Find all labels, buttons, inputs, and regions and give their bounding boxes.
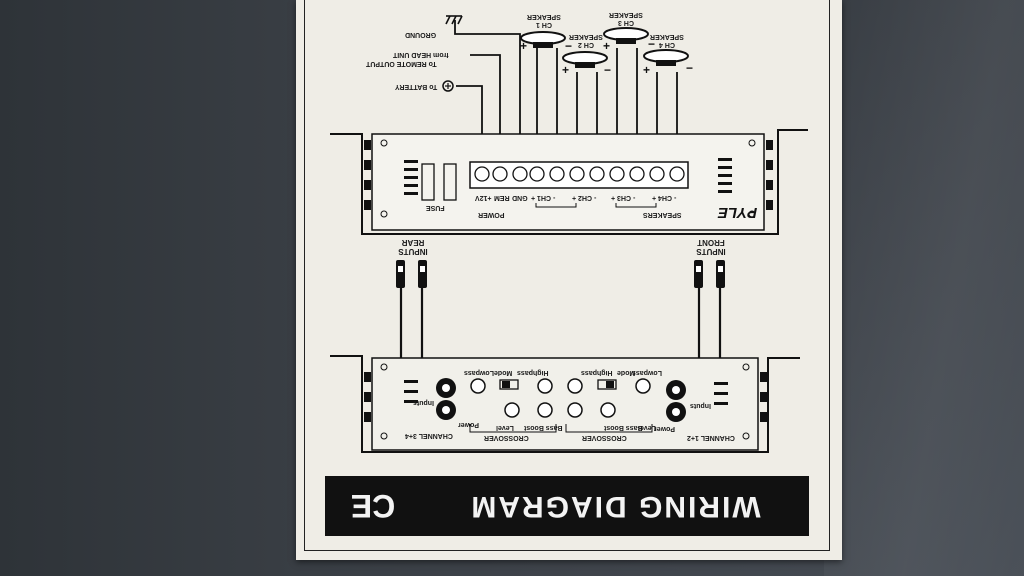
label-ch1: CH 1 [536, 21, 552, 28]
svg-text:−: − [686, 61, 693, 75]
label-power-led-34: Power [458, 421, 480, 428]
label-rear-inputs: INPUTS REAR [396, 238, 430, 256]
svg-text:+: + [643, 63, 650, 77]
label-to-battery: To BATTERY [395, 83, 438, 90]
label-level-12: Level [638, 424, 656, 431]
label-mode-34: Mode [494, 369, 513, 376]
label-ch3-speaker: SPEAKER [609, 11, 643, 18]
speaker-ch2 [562, 51, 608, 68]
background-light-glare [824, 0, 1024, 576]
speaker-ch1 [520, 31, 566, 48]
label-ch1-speaker: SPEAKER [527, 13, 561, 20]
label-speakers: SPEAKERS [643, 211, 682, 218]
svg-text:−: − [565, 39, 572, 53]
battery-symbol [442, 80, 454, 92]
label-power-led-12: Power [654, 425, 676, 432]
label-ch4: CH 4 [659, 41, 675, 48]
label-highpass-12: Highpass [581, 369, 613, 376]
label-terminal-ch2: - CH2 + [572, 194, 597, 201]
wiring-sheet [296, 0, 842, 560]
ground-symbol [445, 15, 463, 25]
amplifier-control-panel [330, 355, 800, 453]
label-level-34: Level [496, 424, 514, 431]
svg-text:+: + [603, 39, 610, 53]
label-gnd: GND [512, 194, 528, 201]
label-terminal-ch1: - CH1 + [531, 194, 556, 201]
label-from-head-unit: from HEAD UNIT [393, 51, 449, 58]
label-crossover-12: CROSSOVER [582, 434, 627, 441]
label-front-inputs-line2: INPUTS [696, 247, 726, 256]
label-inputs-12: Inputs [690, 402, 711, 409]
brand-logo: PYLE [718, 204, 758, 221]
label-ch2-speaker: SPEAKER [569, 33, 603, 40]
label-channel-34: CHANNEL 3+4 [405, 432, 453, 439]
label-plus12v: +12V [475, 194, 492, 201]
label-fuse: FUSE [426, 204, 445, 211]
banner-title: WIRING DIAGRAM [469, 490, 761, 523]
label-ch3: CH 3 [618, 19, 634, 26]
svg-text:−: − [604, 63, 611, 77]
label-rear-inputs-line1: REAR [401, 238, 425, 247]
label-channel-12: CHANNEL 1+2 [687, 434, 735, 441]
label-front-inputs: INPUTS FRONT [694, 238, 728, 256]
label-ch4-speaker: SPEAKER [650, 33, 684, 40]
label-bass-boost-34: Bass Boost [524, 424, 563, 431]
label-ch2: CH 2 [578, 41, 594, 48]
label-crossover-34: CROSSOVER [484, 434, 529, 441]
label-inputs-34: Inputs [413, 399, 434, 406]
label-ground: GROUND [405, 31, 437, 38]
amplifier-top [330, 129, 808, 235]
label-power: POWER [478, 211, 505, 218]
wiring-diagram-banner: WIRING DIAGRAM CE [325, 476, 809, 536]
polarity-marks: + − + − + − + − [520, 37, 693, 77]
label-rear-inputs-line2: INPUTS [398, 247, 428, 256]
svg-text:−: − [648, 37, 655, 51]
label-lowpass-12: Lowpass [632, 369, 662, 376]
speaker-ch3 [603, 27, 649, 44]
label-highpass-34: Highpass [517, 369, 549, 376]
svg-text:+: + [520, 39, 527, 53]
label-lowpass-34: Lowpass [464, 369, 494, 376]
svg-text:+: + [562, 63, 569, 77]
label-front-inputs-line1: FRONT [697, 238, 725, 247]
label-rem: REM [494, 194, 510, 201]
label-terminal-ch3: - CH3 + [611, 194, 636, 201]
ce-mark: CE [350, 488, 396, 524]
label-terminal-ch4: - CH4 + [652, 194, 677, 201]
label-remote-output: To REMOTE OUTPUT [366, 60, 437, 67]
label-bass-boost-12: Bass Boost [604, 424, 643, 431]
speaker-ch4 [643, 49, 689, 66]
background-left-shadow [0, 0, 300, 576]
sheet-border [304, 0, 830, 551]
